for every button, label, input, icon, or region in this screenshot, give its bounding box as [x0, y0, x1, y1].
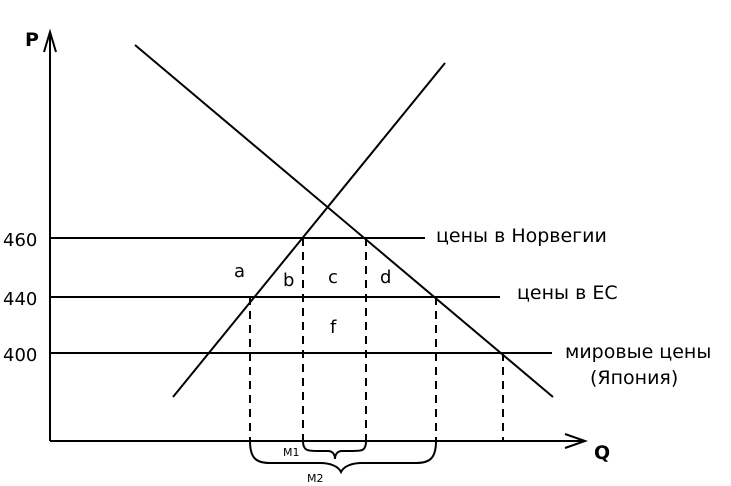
- m1-label: M1: [283, 446, 300, 459]
- m2-label: M2: [307, 472, 324, 485]
- m2-bracket: [249, 440, 437, 475]
- eu-price-label: цены в ЕС: [517, 282, 618, 304]
- world-price-label-line1: мировые цены: [565, 341, 711, 363]
- x-axis-arrow: [564, 433, 589, 449]
- area-label-b: b: [283, 270, 294, 291]
- y-axis-label: P: [25, 29, 39, 51]
- y-axis-arrow: [43, 28, 57, 53]
- price-tick-400: 400: [3, 345, 37, 366]
- area-label-c: c: [328, 267, 338, 288]
- price-tick-440: 440: [3, 289, 37, 310]
- price-tick-460: 460: [3, 230, 37, 251]
- demand-curve: [134, 44, 554, 398]
- x-axis-label: Q: [594, 442, 610, 464]
- world-price-label-line2: (Япония): [590, 367, 678, 389]
- area-label-a: a: [234, 261, 245, 282]
- area-label-d: d: [380, 267, 391, 288]
- area-label-f: f: [330, 317, 337, 338]
- supply-curve: [172, 62, 446, 398]
- m1-bracket: [302, 440, 367, 460]
- norway-price-label: цены в Норвегии: [436, 225, 607, 247]
